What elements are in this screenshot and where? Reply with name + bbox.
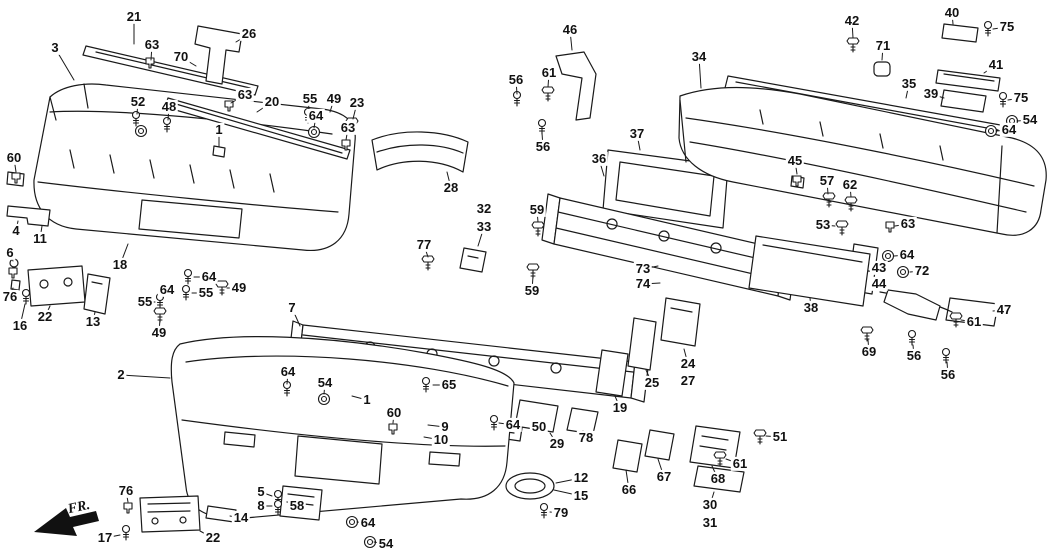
front-bumper-lower: [171, 337, 514, 519]
rear-side-brackets: [749, 176, 998, 326]
front-bottom-brackets: [140, 486, 322, 532]
corner-garnish-28: [372, 132, 468, 172]
front-bumper-face: [34, 84, 355, 250]
spoiler-bracket-32-33: [460, 248, 486, 272]
center-lower-parts: [506, 426, 744, 499]
rear-top-brackets: [874, 24, 1000, 112]
fr-arrow: [34, 508, 99, 536]
front-left-small-parts: [7, 172, 110, 314]
rear-bumper-face: [679, 88, 1046, 236]
bracket-46: [556, 52, 596, 120]
beam-mount-brackets: [515, 298, 700, 434]
rear-frame-37: [603, 150, 728, 228]
